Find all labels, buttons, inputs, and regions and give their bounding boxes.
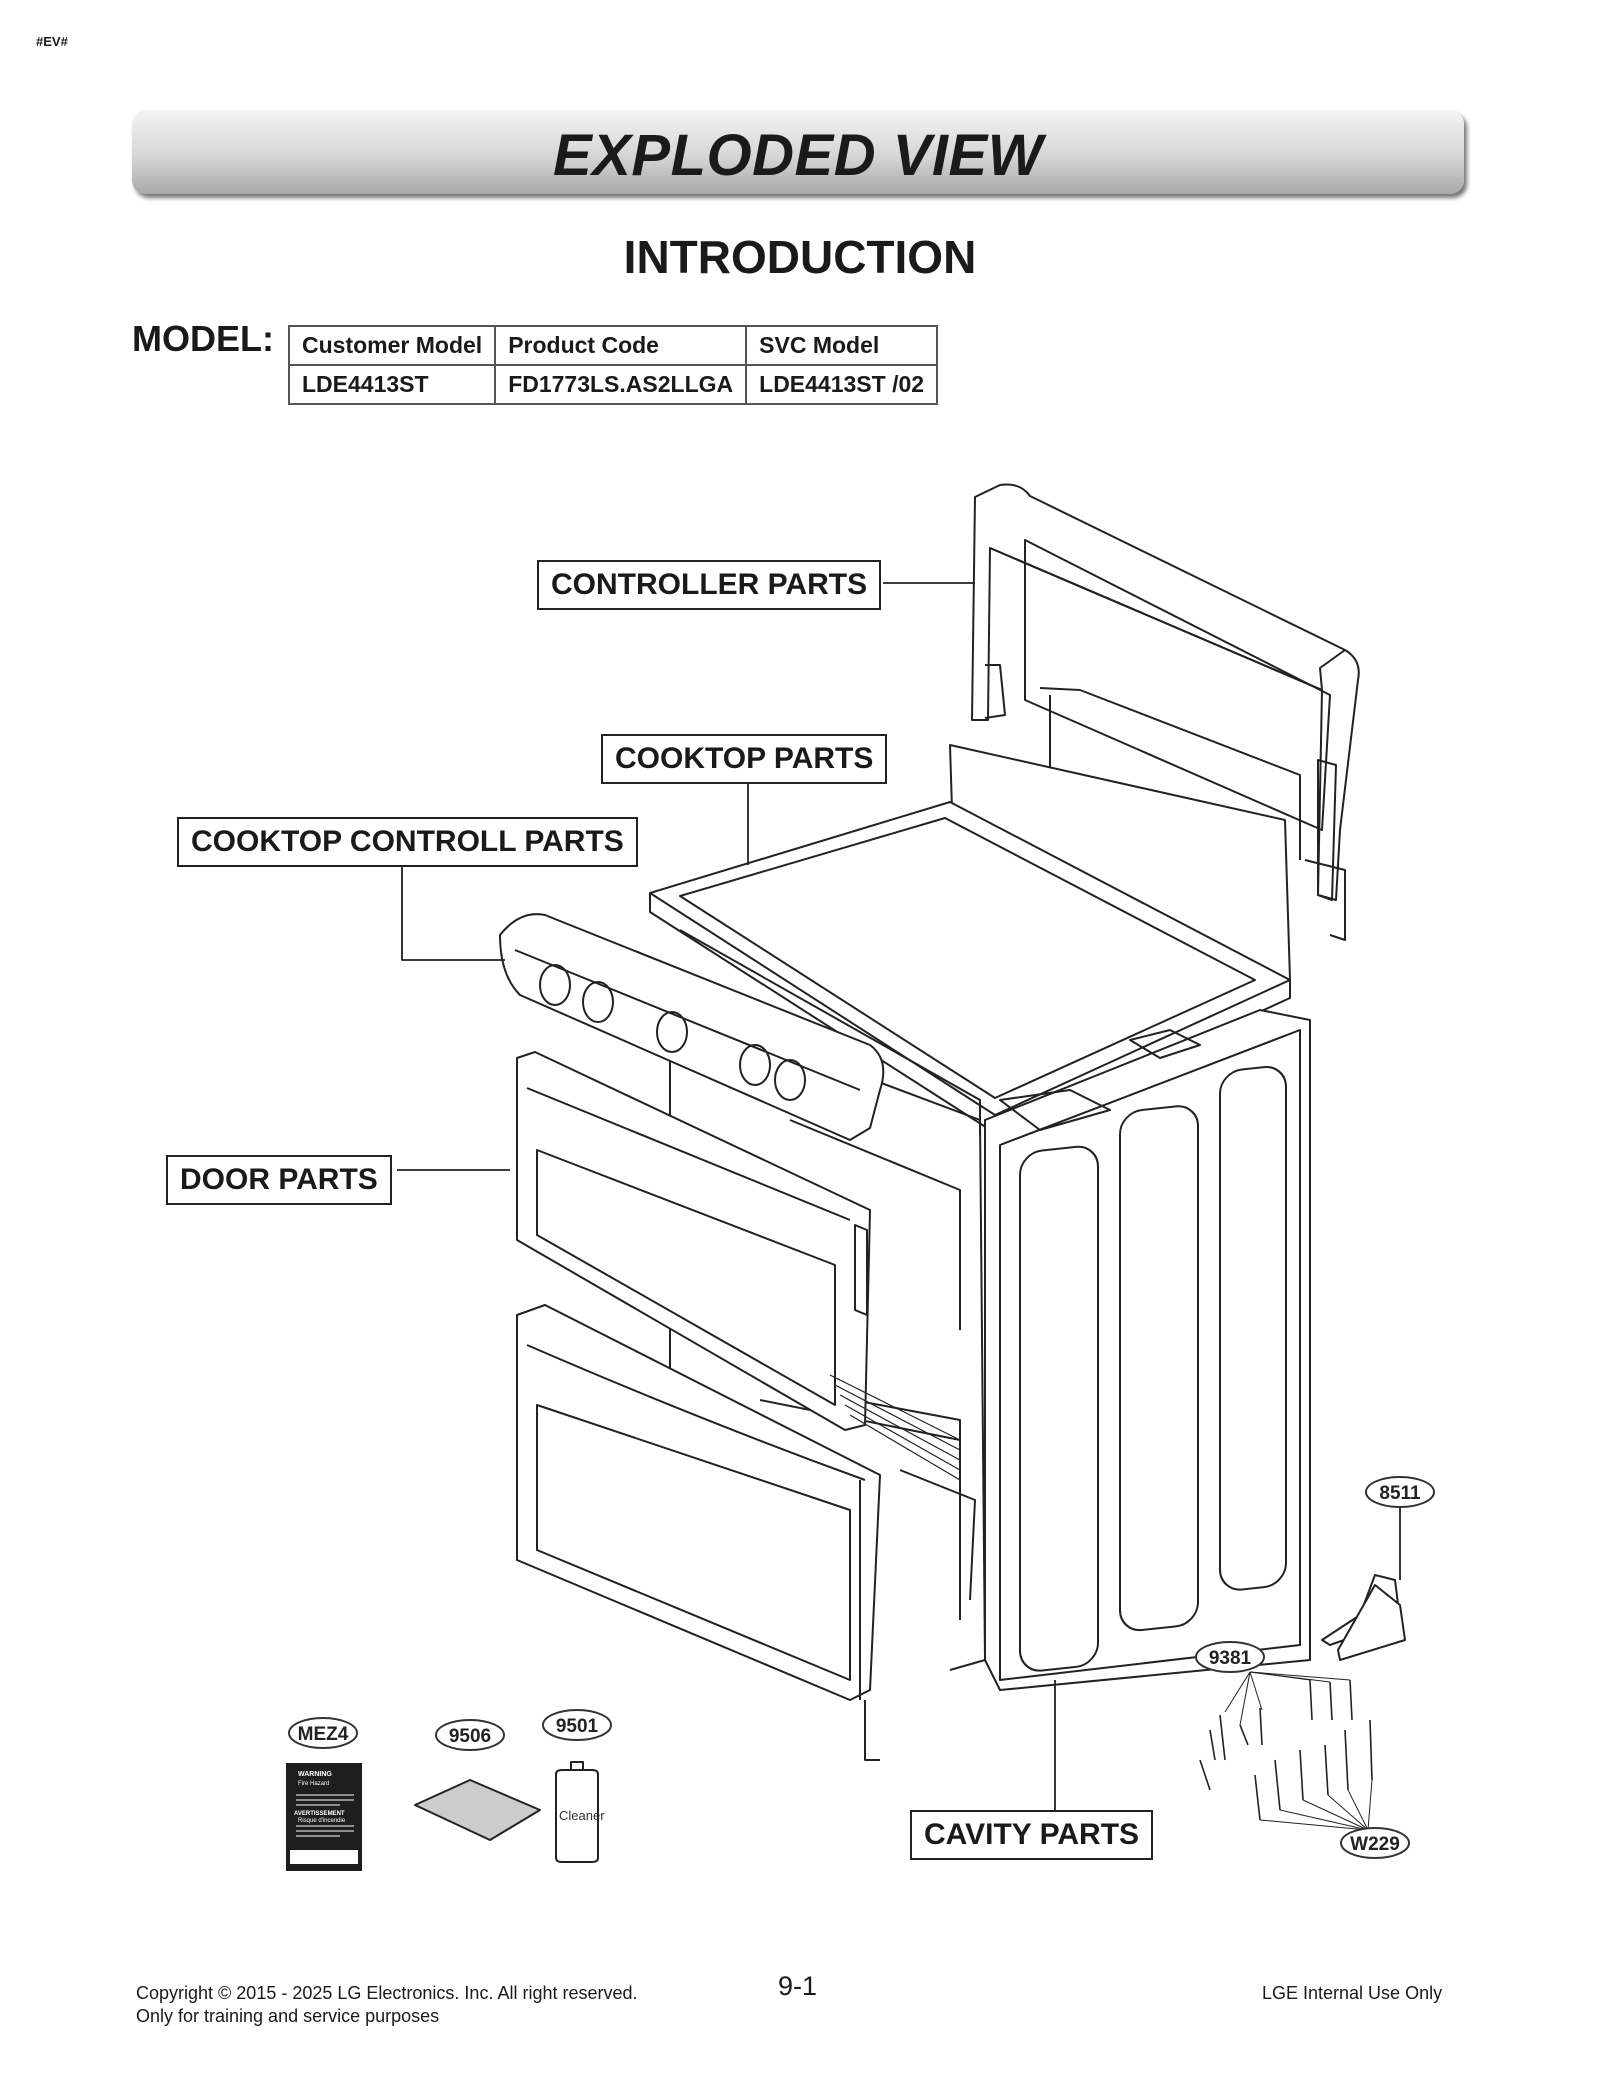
scrub-pad-drawing — [414, 1779, 541, 1841]
part-9506-bubble — [435, 1719, 505, 1751]
title-banner: EXPLODED VIEW — [132, 110, 1464, 194]
screws-drawing — [1199, 1679, 1373, 1821]
avert-sub: Risque d'incendie — [298, 1818, 346, 1824]
part-w229-label: W229 — [1350, 1834, 1400, 1855]
cleaner-bottle-drawing — [555, 1761, 599, 1863]
footer-note: Only for training and service purposes — [136, 2006, 440, 2026]
part-9381-bubble — [1195, 1641, 1265, 1673]
lower-door-drawing — [516, 1304, 881, 1761]
model-table: Customer Model Product Code SVC Model LD… — [287, 325, 939, 405]
callout-controller-parts: CONTROLLER PARTS — [537, 560, 882, 610]
callout-leaders — [397, 582, 1401, 1810]
callout-cooktop-control-parts: COOKTOP CONTROLL PARTS — [177, 817, 638, 867]
controller-panel-drawing — [971, 483, 1360, 941]
model-header-cell: Product Code — [494, 325, 748, 366]
warning-sub: Fire Hazard — [298, 1781, 329, 1787]
cooktop-drawing — [649, 744, 1291, 1135]
part-9501-label: 9501 — [556, 1716, 599, 1737]
model-cell: FD1773LS.AS2LLGA — [494, 364, 748, 405]
warning-title: WARNING — [298, 1771, 332, 1778]
part-w229-bubble — [1340, 1827, 1410, 1859]
screw-leader-lines — [1224, 1671, 1373, 1831]
model-cell: LDE4413ST — [287, 364, 497, 405]
banner-title: EXPLODED VIEW — [553, 123, 1043, 188]
model-table-row: LDE4413ST FD1773LS.AS2LLGA LDE4413ST /02 — [287, 364, 939, 405]
part-8511-label: 8511 — [1379, 1483, 1421, 1504]
rack-drawing — [829, 1374, 961, 1481]
cavity-drawing — [659, 999, 1311, 1691]
part-9501-bubble — [542, 1709, 612, 1741]
avert-title: AVERTISSEMENT — [294, 1811, 345, 1817]
page-subtitle: INTRODUCTION — [623, 231, 977, 283]
part-9506-label: 9506 — [449, 1726, 491, 1747]
callout-cavity-parts: CAVITY PARTS — [910, 1810, 1154, 1860]
footer-copyright: Copyright © 2015 - 2025 LG Electronics. … — [136, 1983, 638, 2003]
footer-internal: LGE Internal Use Only — [1262, 1983, 1443, 2003]
model-header-cell: SVC Model — [745, 325, 939, 366]
header-tag: #EV# — [36, 34, 68, 49]
model-label: MODEL: — [132, 318, 274, 359]
model-cell: LDE4413ST /02 — [745, 364, 939, 405]
control-panel-drawing — [499, 913, 885, 1141]
page-number: 9-1 — [778, 1971, 818, 2001]
model-header-cell: Customer Model — [287, 325, 497, 366]
callout-door-parts: DOOR PARTS — [166, 1155, 392, 1205]
part-mez4-bubble — [288, 1717, 358, 1749]
model-table-header-row: Customer Model Product Code SVC Model — [287, 325, 939, 366]
leveler-bracket-drawing — [1321, 1574, 1406, 1661]
callout-cooktop-parts: COOKTOP PARTS — [601, 734, 888, 784]
part-8511-bubble — [1365, 1476, 1435, 1508]
cleaner-text: Cleaner — [559, 1808, 605, 1823]
upper-door-drawing — [516, 1051, 871, 1431]
part-9381-label: 9381 — [1209, 1648, 1252, 1669]
part-mez4-label: MEZ4 — [298, 1724, 349, 1745]
warning-label-drawing — [286, 1763, 362, 1871]
